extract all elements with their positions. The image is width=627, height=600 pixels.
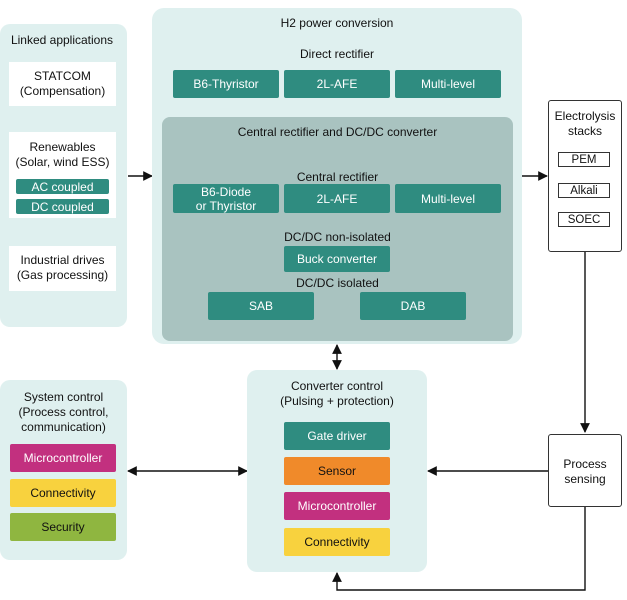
system-security[interactable]: Security — [10, 513, 116, 541]
central-b6-diode[interactable]: B6-Diode or Thyristor — [173, 184, 279, 213]
direct-rectifier-title: Direct rectifier — [299, 47, 374, 61]
sensor[interactable]: Sensor — [284, 457, 390, 485]
industrial-drives-label: Industrial drives (Gas processing) — [16, 253, 109, 282]
central-rectifier-panel: Central rectifier and DC/DC converter Ce… — [162, 117, 513, 341]
direct-2l-afe[interactable]: 2L-AFE — [284, 70, 390, 98]
industrial-drives-box: Industrial drives (Gas processing) — [9, 246, 116, 291]
dc-coupled-button[interactable]: DC coupled — [16, 199, 109, 214]
dcdc-nonisolated-title: DC/DC non-isolated — [284, 230, 391, 244]
h2-power-conversion-panel: H2 power conversion Direct rectifier B6-… — [152, 8, 522, 344]
central-rectifier-title: Central rectifier — [296, 170, 379, 184]
isolated-dab[interactable]: DAB — [360, 292, 466, 320]
arrow-sensing-feedback-loop — [332, 507, 586, 591]
soec-tag: SOEC — [558, 212, 610, 227]
system-connectivity[interactable]: Connectivity — [10, 479, 116, 507]
isolated-sab[interactable]: SAB — [208, 292, 314, 320]
statcom-box: STATCOM (Compensation) — [9, 62, 116, 106]
buck-converter[interactable]: Buck converter — [284, 246, 390, 272]
h2-title: H2 power conversion — [280, 16, 394, 30]
converter-microcontroller[interactable]: Microcontroller — [284, 492, 390, 520]
dcdc-isolated-title: DC/DC isolated — [296, 276, 379, 290]
converter-connectivity[interactable]: Connectivity — [284, 528, 390, 556]
converter-control-title: Converter control (Pulsing + protection) — [280, 379, 394, 408]
central-title: Central rectifier and DC/DC converter — [237, 125, 438, 139]
direct-b6-thyristor[interactable]: B6-Thyristor — [173, 70, 279, 98]
pem-tag: PEM — [558, 152, 610, 167]
central-multi-level[interactable]: Multi-level — [395, 184, 501, 213]
system-control-title: System control (Process control, communi… — [18, 390, 109, 434]
converter-control-panel: Converter control (Pulsing + protection)… — [247, 370, 427, 572]
central-2l-afe[interactable]: 2L-AFE — [284, 184, 390, 213]
gate-driver[interactable]: Gate driver — [284, 422, 390, 450]
alkali-tag: Alkali — [558, 183, 610, 198]
linked-applications-panel: Linked applications STATCOM (Compensatio… — [0, 24, 127, 327]
renewables-label: Renewables (Solar, wind ESS) — [15, 140, 110, 169]
process-sensing-box: Process sensing — [548, 434, 622, 507]
ac-coupled-button[interactable]: AC coupled — [16, 179, 109, 194]
renewables-box: Renewables (Solar, wind ESS) AC coupled … — [9, 132, 116, 218]
direct-multi-level[interactable]: Multi-level — [395, 70, 501, 98]
linked-applications-title: Linked applications — [10, 33, 114, 47]
system-microcontroller[interactable]: Microcontroller — [10, 444, 116, 472]
statcom-label: STATCOM (Compensation) — [19, 69, 106, 98]
electrolysis-stacks-box: Electrolysis stacks PEM Alkali SOEC — [548, 100, 622, 252]
system-control-panel: System control (Process control, communi… — [0, 380, 127, 560]
process-sensing-label: Process sensing — [563, 457, 607, 486]
electrolysis-title: Electrolysis stacks — [554, 109, 616, 138]
